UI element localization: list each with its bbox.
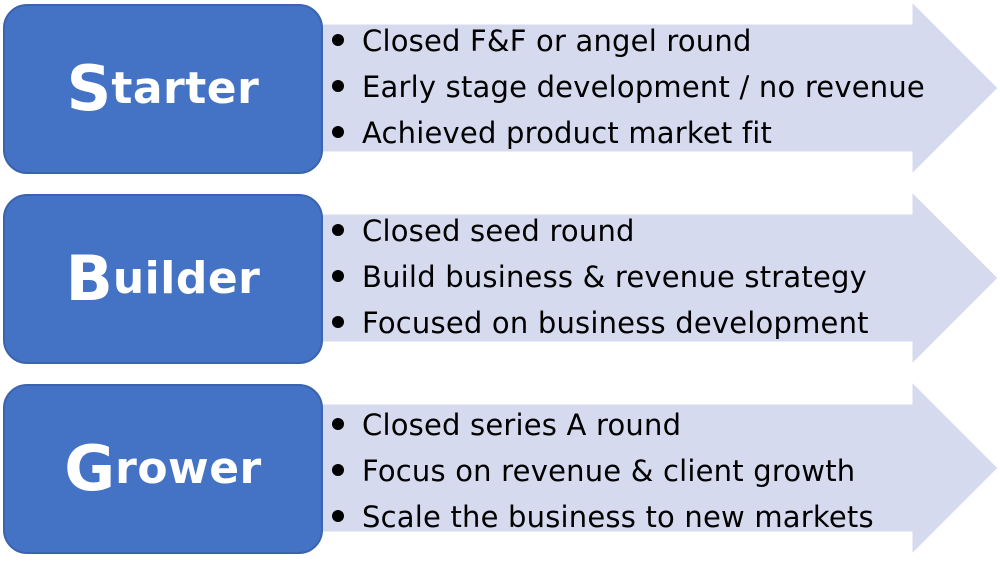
bullet-text: Focus on revenue & client growth (362, 454, 856, 488)
list-item: Closed seed round (330, 208, 869, 254)
bullet-text: Build business & revenue strategy (362, 260, 867, 294)
bullet-text: Focused on business development (362, 306, 869, 340)
bullet-text: Early stage development / no revenue (362, 70, 925, 104)
bullet-text: Scale the business to new markets (362, 500, 874, 534)
list-item: Focused on business development (330, 300, 869, 346)
bullet-icon (332, 80, 344, 92)
bullet-icon (332, 316, 344, 328)
list-item: Scale the business to new markets (330, 494, 874, 540)
bullet-icon (332, 418, 344, 430)
bullet-icon (332, 270, 344, 282)
bullet-text: Achieved product market fit (362, 116, 773, 150)
stage-label-initial: B (65, 242, 113, 315)
list-item: Closed F&F or angel round (330, 18, 925, 64)
arrow-body (299, 0, 999, 176)
stage-bullet-list: Closed series A round Focus on revenue &… (330, 402, 874, 540)
list-item: Focus on revenue & client growth (330, 448, 874, 494)
bullet-text: Closed F&F or angel round (362, 24, 752, 58)
arrow-shape (299, 190, 999, 366)
stage-label-initial: G (64, 432, 116, 505)
bullet-icon (332, 224, 344, 236)
stage-label-rest: tarter (111, 63, 260, 114)
bullet-text: Closed seed round (362, 214, 635, 248)
stage-label-rest: uilder (112, 253, 261, 304)
stage-label-initial: S (66, 52, 112, 125)
bullet-text: Closed series A round (362, 408, 682, 442)
stage-label-rest: rower (115, 443, 262, 494)
stage-bullet-list: Closed F&F or angel round Early stage de… (330, 18, 925, 156)
arrow-shape (299, 0, 999, 176)
list-item: Achieved product market fit (330, 110, 925, 156)
arrow-shape (299, 380, 999, 556)
arrow-body (299, 190, 999, 366)
stage-bullet-list: Closed seed round Build business & reven… (330, 208, 869, 346)
list-item: Build business & revenue strategy (330, 254, 869, 300)
list-item: Closed series A round (330, 402, 874, 448)
arrow-body (299, 380, 999, 556)
bullet-icon (332, 510, 344, 522)
bullet-icon (332, 464, 344, 476)
list-item: Early stage development / no revenue (330, 64, 925, 110)
bullet-icon (332, 34, 344, 46)
bullet-icon (332, 126, 344, 138)
